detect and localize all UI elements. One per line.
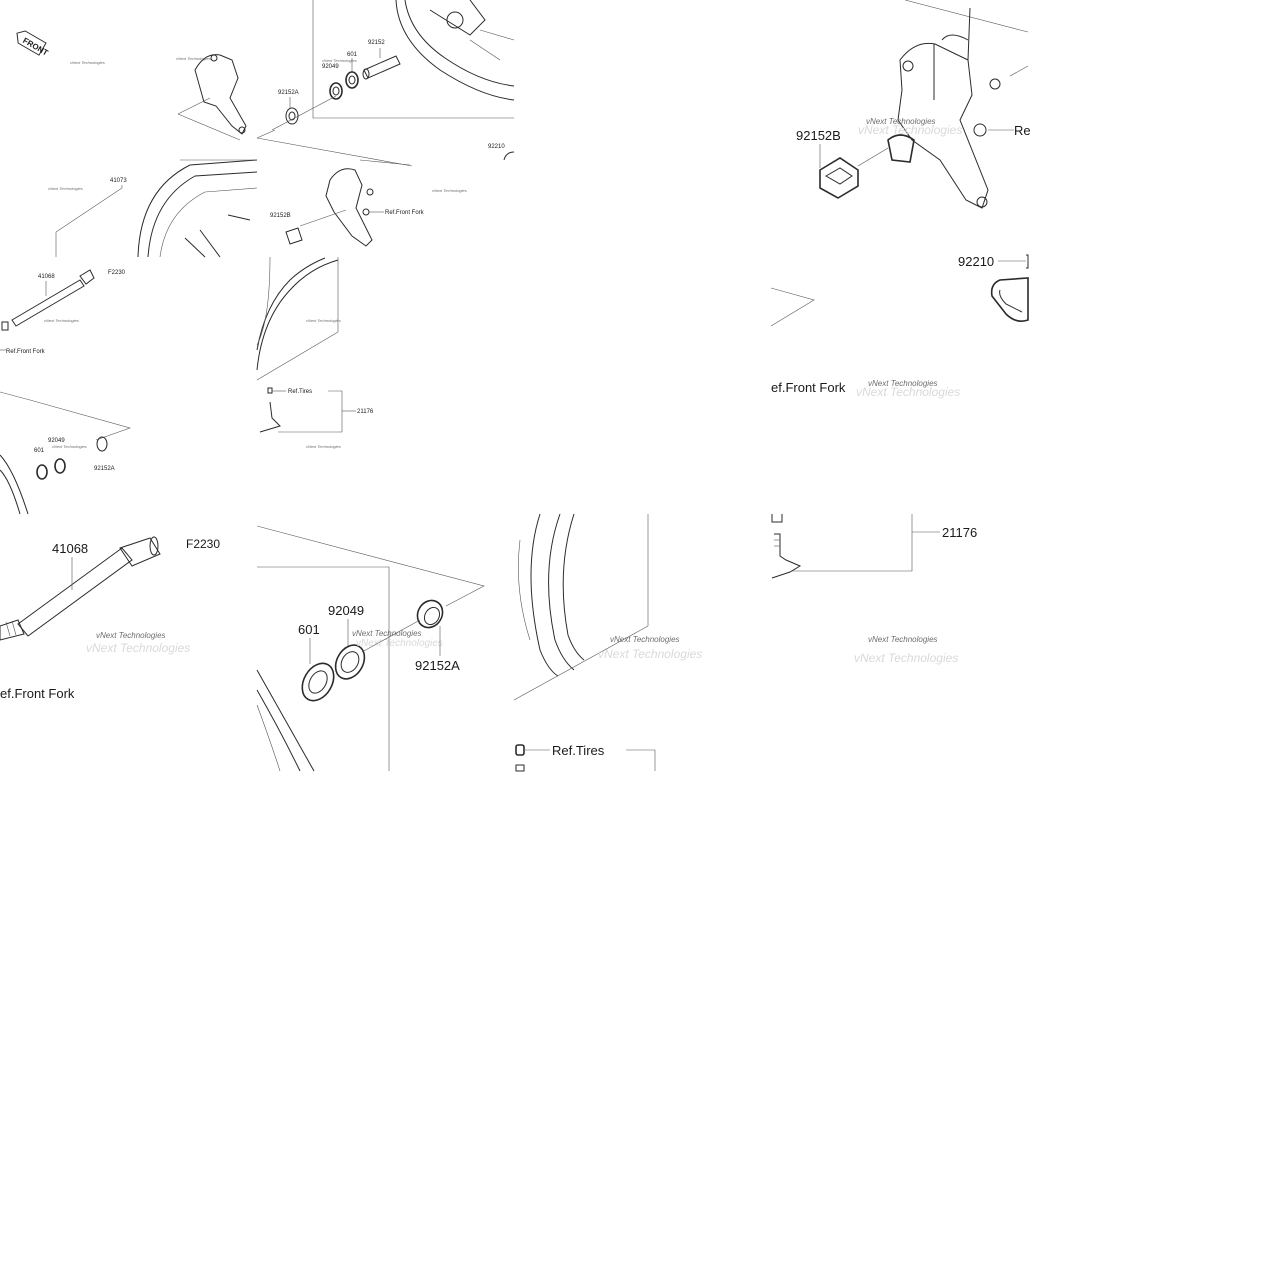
ref-front-fork-left-partial: Re [1014,123,1031,138]
part-label-92152B-zoom: 92152B [796,128,841,143]
ref-front-fork-partial-2: ef.Front Fork [771,380,846,395]
part-label-601-small: 601 [34,448,45,454]
watermark-ghost: vNext Technologies [356,638,443,649]
watermark: vNext Technologies [868,635,938,644]
watermark: vNext Technologies [432,188,467,193]
tile-zoom-valve: 21176 vNext Technologies vNext Technolog… [771,514,977,665]
watermark: vNext Technologies [866,117,936,126]
watermark: vNext Technologies [322,58,357,63]
watermark: vNext Technologies [176,56,211,61]
collar-92152A [416,599,444,629]
fig-code: F2230 [186,537,220,551]
tile-zoom-wheel: vNext Technologies vNext Technologies Re… [513,513,702,772]
watermark-ghost: vNext Technologies [598,647,702,661]
ref-front-fork-partial: ef.Front Fork [0,686,75,701]
tile-zoom-fork-bracket: vNext Technologies vNext Technologies Re… [796,0,1031,209]
watermark: vNext Technologies [48,186,83,191]
part-label-92210: 92210 [958,254,994,269]
seal-92049 [334,644,366,680]
part-label-92152A-small: 92152A [94,466,115,472]
watermark: vNext Technologies [306,444,341,449]
wheel-partial [137,159,258,258]
watermark: vNext Technologies [352,629,422,638]
front-arrow-icon: FRONT [16,30,50,58]
collar-92152 [362,55,401,80]
valve-21176 [771,533,802,579]
bearing-601 [301,662,335,702]
front-badge-text: FRONT [21,36,49,58]
part-label-92152B: 92152B [270,213,291,219]
fork-bracket-mid [299,159,411,247]
part-label-21176: 21176 [942,525,977,540]
tile-zoom-axle: 41068 F2230 vNext Technologies vNext Tec… [0,536,220,701]
part-label-92049-zoom: 92049 [328,603,364,618]
watermark: vNext Technologies [306,318,341,323]
tile-overview-mid: vNext Technologies Ref.Tires 21176 vNext… [256,256,374,449]
part-label-92210: 92210 [488,144,505,150]
part-label-601: 601 [347,52,358,58]
sensor-92210 [990,277,1029,322]
tile-zoom-bearings: 601 92049 vNext Technologies vNext Techn… [256,525,485,772]
fork-bracket-small [177,54,247,141]
fig-code-small: F2230 [108,270,126,276]
watermark: vNext Technologies [70,60,105,65]
axle-small [1,269,95,331]
axle-41068 [0,536,161,641]
watermark: vNext Technologies [96,631,166,640]
ref-front-fork: Ref.Front Fork [385,210,425,216]
watermark: vNext Technologies [44,318,79,323]
part-label-41068-small: 41068 [38,274,55,280]
part-label-601-zoom: 601 [298,622,320,637]
part-label-92152A: 92152A [278,90,299,96]
part-label-21176-small: 21176 [357,409,374,415]
collar-92152B [819,157,859,199]
part-label-41073: 41073 [110,178,127,184]
part-label-92152A-zoom: 92152A [415,658,460,673]
fork-bracket-zoom [887,7,1029,209]
watermark: vNext Technologies [868,379,938,388]
part-label-92049-small: 92049 [48,438,65,444]
tile-overview-topleft: FRONT vNext Technologies vNext Technolog… [16,30,258,258]
ref-front-fork-small: Ref.Front Fork [6,349,46,355]
part-label-41068: 41068 [52,541,88,556]
watermark: vNext Technologies [52,444,87,449]
part-label-92152: 92152 [368,40,385,46]
part-label-92049: 92049 [322,64,339,70]
watermark-ghost: vNext Technologies [858,123,962,137]
tile-overview-leftmid: 41068 F2230 vNext Technologies Ref.Front… [0,269,131,515]
tile-overview-topmid: 92152 601 92049 vNext Technologies 92152… [256,0,515,247]
watermark-ghost: vNext Technologies [854,651,958,665]
ref-tires: Ref.Tires [552,743,605,758]
watermark-ghost: vNext Technologies [86,641,190,655]
watermark: vNext Technologies [610,635,680,644]
tile-zoom-sensor: 92210 ef.Front Fork vNext Technologies v… [770,254,1029,399]
watermark-ghost: vNext Technologies [856,385,960,399]
ref-tires-small: Ref.Tires [288,389,312,395]
